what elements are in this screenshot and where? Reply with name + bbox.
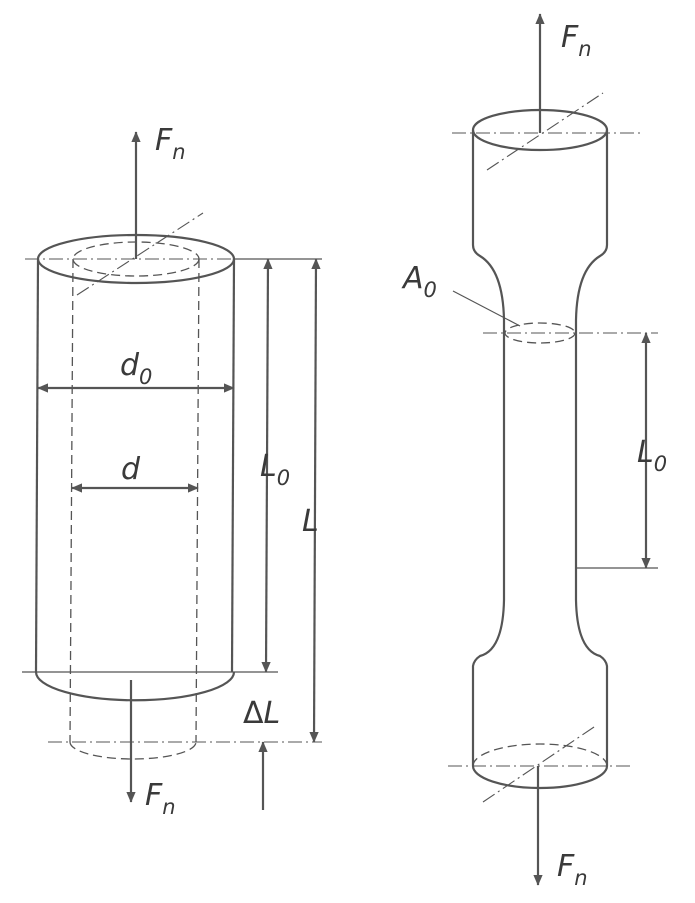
left-force-top-label: Fn	[155, 123, 186, 164]
dogbone-bottom-hidden-arc	[472, 743, 608, 767]
cylinder-right-edge	[230, 258, 236, 673]
right-gauge-length-label: L0	[637, 435, 667, 476]
total-length-dimension	[309, 258, 321, 743]
dogbone-outline	[471, 130, 609, 766]
inner-bottom-arc	[69, 741, 197, 760]
outer-diameter-label: d0	[120, 348, 152, 389]
elongation-label: ΔL	[243, 696, 280, 731]
left-gauge-length-label: L0	[260, 449, 290, 490]
cylinder-specimen: Fn Fn d0 d L0 L ΔL	[22, 123, 322, 819]
top-diagonal-line	[76, 212, 204, 296]
total-length-label: L	[302, 504, 319, 539]
right-force-bottom-label: Fn	[557, 849, 588, 890]
dogbone-bottom-arc	[471, 765, 609, 790]
right-top-diagonal	[486, 92, 604, 171]
inner-left-edge	[69, 258, 74, 743]
right-bottom-diagonal	[482, 724, 598, 803]
dogbone-specimen: Fn Fn A0 L0	[401, 13, 667, 890]
right-force-top-label: Fn	[561, 20, 592, 61]
left-force-bottom-label: Fn	[145, 778, 176, 819]
inner-right-edge	[195, 258, 200, 743]
area-label: A0	[401, 261, 437, 302]
inner-diameter-label: d	[121, 452, 141, 487]
area-leader-line	[452, 290, 521, 327]
gauge-length-dimension	[261, 258, 273, 673]
cylinder-left-edge	[34, 258, 40, 673]
cylinder-bottom-arc	[34, 671, 236, 702]
